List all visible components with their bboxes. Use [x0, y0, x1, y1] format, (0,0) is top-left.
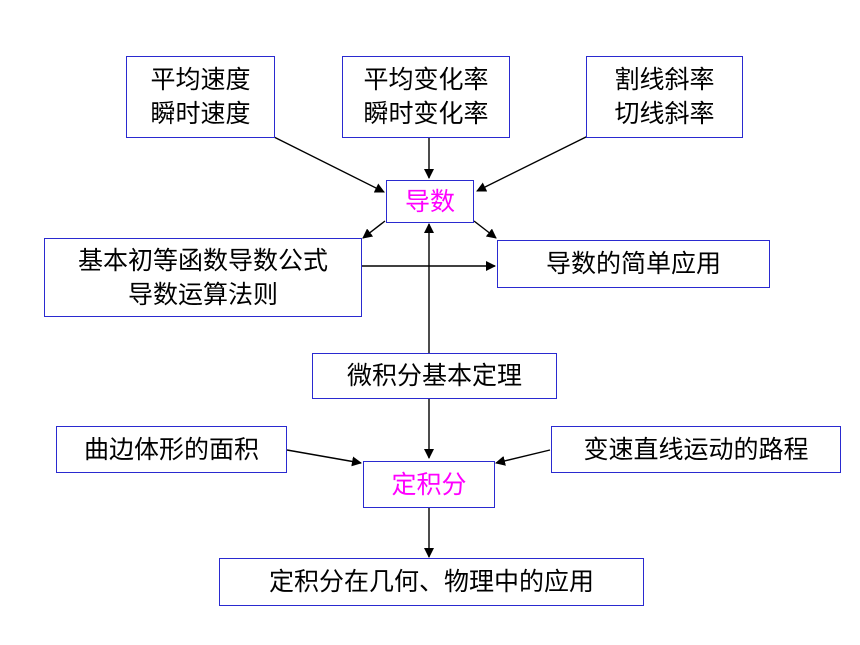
- node-derivative-application: 导数的简单应用: [497, 240, 770, 288]
- arrow-area-to-integral: [286, 449, 362, 467]
- node-derivative-label: 导数: [404, 186, 455, 216]
- node-secant-line2: 切线斜率: [614, 99, 715, 128]
- node-formulas: 基本初等函数导数公式 导数运算法则: [44, 238, 362, 317]
- node-avg-speed: 平均速度 瞬时速度: [126, 56, 275, 138]
- node-fundamental-theorem: 微积分基本定理: [312, 353, 557, 399]
- node-formulas-line2: 导数运算法则: [127, 279, 278, 309]
- node-curved-area-label: 曲边体形的面积: [83, 434, 259, 464]
- node-secant: 割线斜率 切线斜率: [586, 56, 743, 138]
- arrow-path-to-integral: [495, 449, 551, 466]
- node-integral-label: 定积分: [391, 469, 467, 499]
- node-fundamental-theorem-label: 微积分基本定理: [346, 361, 522, 390]
- node-formulas-line1: 基本初等函数导数公式: [77, 245, 328, 275]
- node-derivative-application-label: 导数的简单应用: [545, 249, 721, 278]
- node-variable-path: 变速直线运动的路程: [551, 426, 841, 473]
- arrow-derivative-to-app: [473, 220, 497, 239]
- node-variable-path-label: 变速直线运动的路程: [583, 434, 809, 464]
- node-avg-rate: 平均变化率 瞬时变化率: [342, 56, 510, 138]
- arrow-secant-to-derivative: [476, 135, 589, 192]
- node-avg-rate-line1: 平均变化率: [363, 65, 489, 94]
- node-curved-area: 曲边体形的面积: [56, 426, 287, 473]
- node-integral-application-label: 定积分在几何、物理中的应用: [268, 567, 594, 596]
- node-avg-rate-line2: 瞬时变化率: [363, 99, 489, 128]
- arrow-derivative-to-formulas: [362, 220, 386, 239]
- node-avg-speed-line1: 平均速度: [150, 65, 251, 94]
- node-avg-speed-line2: 瞬时速度: [150, 99, 251, 128]
- node-secant-line1: 割线斜率: [614, 65, 715, 94]
- arrow-avg-speed-to-derivative: [271, 135, 385, 193]
- node-derivative: 导数: [386, 180, 474, 223]
- node-integral-application: 定积分在几何、物理中的应用: [219, 558, 644, 606]
- node-integral: 定积分: [363, 461, 495, 508]
